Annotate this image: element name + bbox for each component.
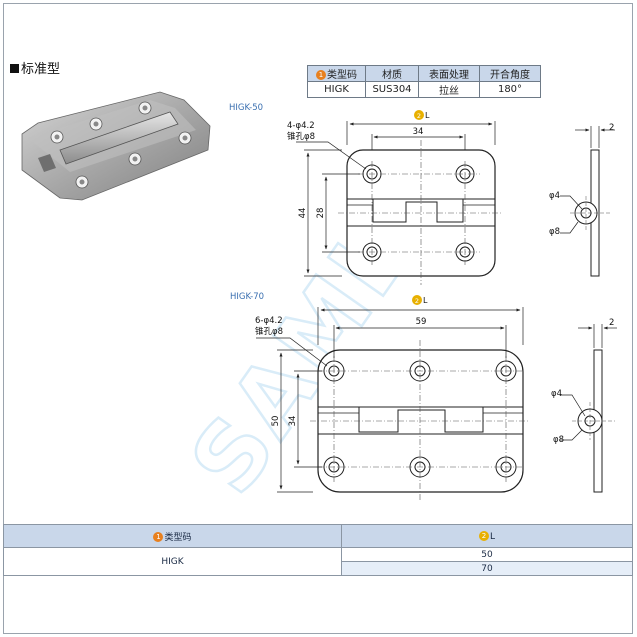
square-bullet-icon — [10, 64, 19, 73]
front-view-70 — [310, 340, 530, 500]
bottom-header-label: 类型码 — [164, 532, 192, 543]
model-label-70: HIGK-70 — [230, 292, 264, 302]
frame — [3, 3, 633, 634]
hole-spec-50-line1: 4-φ4.2 — [287, 121, 315, 131]
length-badge-icon — [414, 110, 424, 120]
dim-70-thickness: 2 — [609, 318, 614, 328]
dim-50-thickness: 2 — [609, 123, 614, 133]
dim-50-hole-spacing: 34 — [413, 127, 424, 137]
model-label-50: HIGK-50 — [229, 103, 263, 113]
bottom-cell-length-70: 70 — [341, 561, 633, 576]
section-title-text: 标准型 — [21, 62, 61, 77]
bottom-cell-type-code: HIGK — [3, 547, 342, 576]
hole-spec-70-line1: 6-φ4.2 — [255, 316, 283, 326]
dim-50-knuckle: φ8 — [549, 227, 560, 237]
spec-cell-angle: 180° — [479, 81, 541, 98]
bottom-header-label: L — [489, 531, 495, 542]
spec-header-label: 类型码 — [327, 70, 357, 81]
spec-cell-material: SUS304 — [365, 81, 419, 98]
dim-50-height: 44 — [298, 208, 308, 219]
dim-50-length: L — [425, 111, 430, 120]
dim-70-height: 50 — [271, 416, 281, 427]
section-title: 标准型 — [10, 58, 60, 77]
dim-70-pin: φ4 — [551, 389, 562, 399]
length-badge-icon — [412, 295, 422, 305]
hinge-photo — [21, 91, 211, 201]
side-view-50 — [570, 149, 612, 277]
dim-70-vertical-spacing: 34 — [288, 416, 298, 427]
number-badge-icon: 2 — [478, 530, 489, 541]
number-badge-icon: 1 — [316, 70, 326, 80]
dim-70-hole-spacing: 59 — [416, 317, 427, 327]
front-view-50 — [338, 140, 503, 285]
number-badge-icon: 1 — [153, 531, 164, 542]
dim-50-vertical-spacing: 28 — [316, 208, 326, 219]
dim-70-length: L — [423, 296, 428, 305]
dim-50-length-num: 2 — [417, 112, 421, 120]
dim-70-knuckle: φ8 — [553, 435, 564, 445]
hole-spec-70-line2: 锥孔φ8 — [255, 326, 283, 337]
hole-spec-50-line2: 锥孔φ8 — [287, 131, 315, 142]
dim-50-pin: φ4 — [549, 191, 560, 201]
bottom-cell-length-50: 50 — [341, 547, 633, 562]
dim-70-length-num: 2 — [415, 297, 419, 305]
side-view-70 — [572, 349, 615, 493]
